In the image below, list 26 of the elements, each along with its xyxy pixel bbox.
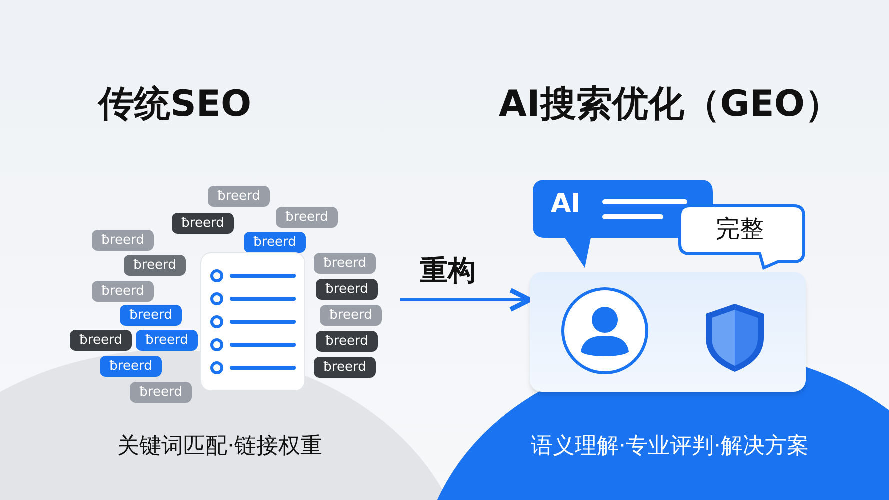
keyword-tag: ƀreerd [172,213,234,234]
keyword-tag: ƀreerd [276,207,338,228]
keyword-tag: ƀreerd [320,305,382,326]
keyword-tag: ƀreerd [70,330,132,351]
keyword-tag: ƀreerd [208,186,270,207]
keyword-tag: ƀreerd [124,255,186,276]
edge-label: 重构 [420,253,476,289]
keyword-tag: ƀreerd [100,356,162,377]
keyword-tag: ƀreerd [314,253,376,274]
bubble-text: 完整 [716,217,764,241]
arrow [400,288,532,312]
keyword-tag: ƀreerd [244,232,306,253]
caption: 关键词匹配·链接权重 [116,433,324,461]
keyword-tag: ƀreerd [120,305,182,326]
caption: 语义理解·专业评判·解决方案 [530,433,810,461]
heading: 传统SEO [96,83,253,127]
keyword-tag: ƀreerd [130,382,192,403]
result-panel [530,272,806,392]
keyword-tag: ƀreerd [316,331,378,352]
keyword-tag: ƀreerd [136,330,198,351]
keyword-tag: ƀreerd [316,279,378,300]
keyword-tag: ƀreerd [92,281,154,302]
heading: AI搜索优化（GEO） [498,83,842,127]
keyword-tag: ƀreerd [314,357,376,378]
bubble-text: AI [551,191,581,217]
keyword-tag: ƀreerd [92,230,154,251]
